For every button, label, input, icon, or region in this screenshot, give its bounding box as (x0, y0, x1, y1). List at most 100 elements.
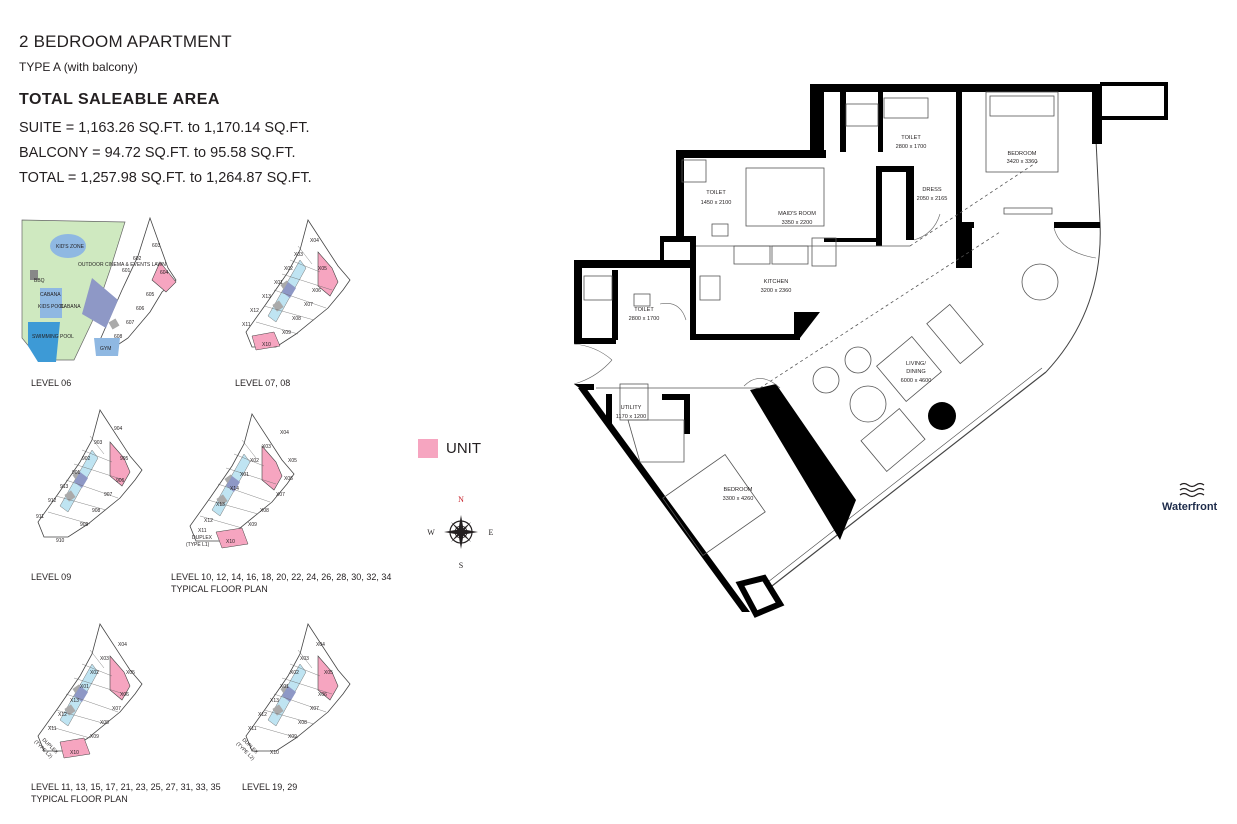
unit-swatch (418, 439, 438, 458)
amenity-cabana-1: CABANA (40, 292, 61, 298)
unit-x11: X11 (48, 726, 57, 732)
balcony-area-line: BALCONY = 94.72 SQ.FT. to 95.58 SQ.FT. (19, 145, 296, 161)
unit-x01: X01 (80, 684, 89, 690)
compass-west: W (427, 528, 435, 537)
unit-910: 910 (56, 538, 65, 544)
unit-x09: X09 (248, 522, 257, 528)
unit-x12: X12 (204, 518, 213, 524)
unit-x06: X06 (312, 288, 321, 294)
unit-x08: X08 (100, 720, 109, 726)
unit-x13: X13 (262, 294, 271, 300)
unit-x02: X02 (90, 670, 99, 676)
unit-x12: X12 (250, 308, 259, 314)
unit-x09: X09 (282, 330, 291, 336)
key-plan-level-19-29: X04 X03 X05 X02 X01 X06 X13 X07 X12 X08 … (235, 623, 351, 792)
unit-902: 902 (82, 456, 91, 462)
unit-x05: X05 (126, 670, 135, 676)
key-plan-level-07-08: X04 X03 X05 X02 X01 X06 X13 X07 X12 X08 … (235, 219, 351, 388)
label-level-11-typical: LEVEL 11, 13, 15, 17, 21, 23, 25, 27, 31… (31, 782, 221, 792)
waterfront-label: Waterfront (1162, 501, 1218, 513)
unit-x07: X07 (112, 706, 121, 712)
unit-x09: X09 (90, 734, 99, 740)
unit-x05: X05 (318, 266, 327, 272)
room-maids: MAID'S ROOM (778, 211, 816, 217)
label-level-07-08: LEVEL 07, 08 (235, 378, 290, 388)
compass-east: E (489, 528, 494, 537)
unit-x13: X13 (270, 698, 279, 704)
unit-x10: X10 (262, 342, 271, 348)
unit-608: 608 (114, 334, 123, 340)
unit-907: 907 (104, 492, 113, 498)
unit-607: 607 (126, 320, 135, 326)
unit-x02: X02 (284, 266, 293, 272)
unit-601: 601 (122, 268, 131, 274)
unit-912: 912 (48, 498, 57, 504)
unit-x03: X03 (100, 656, 109, 662)
label-level-06: LEVEL 06 (31, 378, 71, 388)
unit-905: 905 (120, 456, 129, 462)
unit-x07: X07 (310, 706, 319, 712)
unit-x02: X02 (250, 458, 259, 464)
label-level-10-typical: LEVEL 10, 12, 14, 16, 18, 20, 22, 24, 26… (171, 572, 391, 582)
room-dress: DRESS (922, 187, 942, 193)
unit-x02: X02 (290, 670, 299, 676)
amenity-cabana-2: CABANA (60, 304, 81, 310)
room-toilet-left: TOILET (634, 307, 654, 313)
room-bedroom-top: BEDROOM (1008, 151, 1037, 157)
unit-605: 605 (146, 292, 155, 298)
suite-area-line: SUITE = 1,163.26 SQ.FT. to 1,170.14 SQ.F… (19, 120, 310, 136)
unit-x08: X08 (298, 720, 307, 726)
key-plan-level-11-typical: X04 X03 X05 X02 X01 X06 X13 X07 X12 X08 … (31, 623, 221, 804)
amenity-bbq: BBQ (34, 278, 45, 284)
unit-x08: X08 (260, 508, 269, 514)
unit-904: 904 (114, 426, 123, 432)
unit-x06: X06 (284, 476, 293, 482)
unit-x11: X11 (198, 528, 207, 534)
key-plans: KID'S ZONE OUTDOOR CINEMA & EVENTS LAWN … (21, 216, 391, 804)
unit-x03: X03 (294, 252, 303, 258)
unit-x01: X01 (240, 472, 249, 478)
room-kitchen-dim: 3200 x 2360 (761, 288, 792, 294)
unit-901: 901 (72, 470, 81, 476)
unit-x04: X04 (310, 238, 319, 244)
amenity-swimming-pool: SWIMMING POOL (32, 334, 74, 340)
unit-606: 606 (136, 306, 145, 312)
unit-x10: X10 (70, 750, 79, 756)
legend-unit: UNIT (418, 439, 481, 458)
label-level-19-29: LEVEL 19, 29 (242, 782, 297, 792)
room-toilet-top: TOILET (901, 135, 921, 141)
unit-x13: X13 (70, 698, 79, 704)
unit-x10: X10 (226, 539, 235, 545)
sublabel-typical-floor-plan-2: TYPICAL FLOOR PLAN (31, 794, 128, 804)
unit-x12: X12 (58, 712, 67, 718)
room-dining: DINING (906, 369, 926, 375)
key-plan-level-09: 904 903 905 902 901 906 913 907 912 908 … (31, 409, 143, 582)
unit-903: 903 (94, 440, 103, 446)
room-bedroom-top-dim: 3420 x 3360 (1007, 159, 1038, 165)
room-bedroom-bottom: BEDROOM (724, 487, 753, 493)
compass-north: N (458, 495, 464, 504)
floor-plan: TOILET 2800 x 1700 BEDROOM 3420 x 3360 D… (573, 82, 1168, 618)
area-heading: TOTAL SALEABLE AREA (19, 91, 220, 108)
sublabel-typical-floor-plan: TYPICAL FLOOR PLAN (171, 584, 268, 594)
duplex-label: DUPLEX (192, 535, 213, 541)
unit-604: 604 (160, 270, 169, 276)
unit-x13: X13 (216, 502, 225, 508)
unit-x07: X07 (304, 302, 313, 308)
room-toilet-mid-dim: 1450 x 2100 (701, 200, 732, 206)
unit-x03: X03 (262, 444, 271, 450)
unit-x05: X05 (288, 458, 297, 464)
unit-x09: X09 (288, 734, 297, 740)
unit-906: 906 (116, 478, 125, 484)
room-maids-dim: 3350 x 2200 (782, 220, 813, 226)
room-living-dim: 6000 x 4600 (901, 378, 932, 384)
unit-type-subtitle: TYPE A (with balcony) (19, 60, 138, 74)
unit-602: 602 (133, 256, 142, 262)
room-kitchen: KITCHEN (764, 279, 789, 285)
unit-x05: X05 (324, 670, 333, 676)
room-living: LIVING/ (906, 361, 926, 367)
room-utility-dim: 1170 x 1200 (616, 414, 646, 420)
column (928, 402, 956, 430)
unit-x06: X06 (318, 692, 327, 698)
amenity-cinema: OUTDOOR CINEMA & EVENTS LAWN (78, 262, 166, 268)
